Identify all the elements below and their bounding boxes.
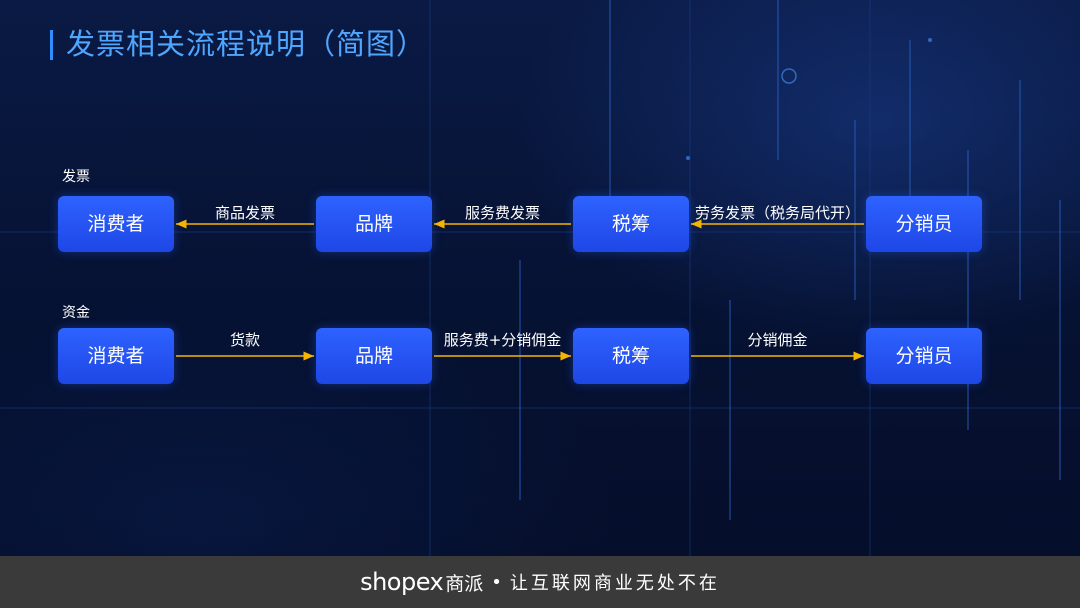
flow-edge-label: 分销佣金 — [747, 331, 808, 349]
flow-node: 分销员 — [866, 196, 982, 252]
flow-edge-label: 商品发票 — [214, 204, 276, 222]
flow-node: 税筹 — [573, 328, 689, 384]
flow-arrows — [176, 219, 864, 361]
brand-logo-cn: 商派 — [445, 572, 484, 595]
flow-edge-label: 服务费发票 — [464, 204, 541, 222]
flow-node: 分销员 — [866, 328, 982, 384]
flow-node: 品牌 — [316, 328, 432, 384]
page-title: 发票相关流程说明（简图） — [66, 27, 427, 61]
section-label: 资金 — [62, 305, 90, 321]
flow-edge-label: 服务费+分销佣金 — [443, 331, 562, 349]
flow-edge-label: 货款 — [229, 331, 261, 349]
flow-node: 税筹 — [573, 196, 689, 252]
footer-bar: shopex 商派 • 让互联网商业无处不在 — [0, 556, 1080, 608]
flow-node: 消费者 — [58, 196, 174, 252]
footer-separator: • — [491, 571, 502, 593]
title-accent-bar — [50, 30, 53, 60]
background-decoration — [0, 0, 1080, 556]
footer-slogan: 让互联网商业无处不在 — [509, 573, 720, 594]
brand-logo-text: shopex — [360, 568, 444, 596]
flow-node: 品牌 — [316, 196, 432, 252]
flow-edge-label: 劳务发票（税务局代开） — [694, 204, 861, 222]
flow-node: 消费者 — [58, 328, 174, 384]
slide-canvas: 发票相关流程说明（简图） 发票消费者品牌税筹分销员商品发票服务费发票劳务发票（税… — [0, 0, 1080, 556]
section-label: 发票 — [62, 169, 90, 185]
